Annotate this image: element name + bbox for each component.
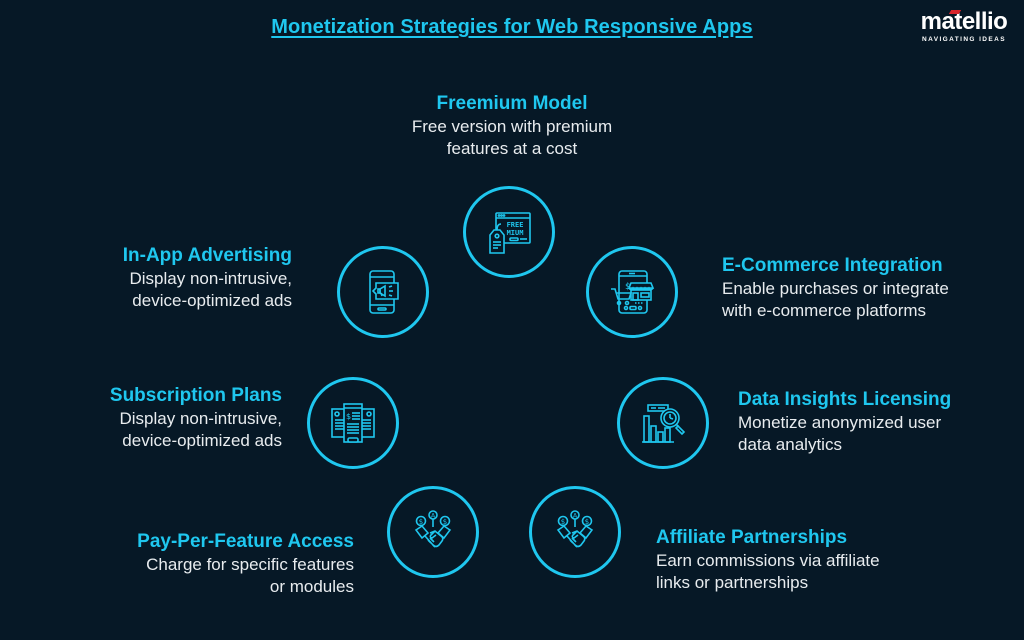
- strategy-description-line: Display non-intrusive,: [119, 409, 282, 428]
- strategy-description-line: links or partnerships: [656, 573, 809, 592]
- strategy-heading: Freemium Model: [436, 93, 588, 114]
- brand-logo: matellio NAVIGATING IDEAS: [912, 8, 1016, 44]
- mobile-megaphone-icon: [369, 270, 399, 314]
- strategy-heading: Pay-Per-Feature Access: [137, 531, 354, 552]
- svg-text:$: $: [625, 282, 631, 292]
- strategy-heading: In-App Advertising: [122, 245, 292, 266]
- strategy-heading: E-Commerce Integration: [722, 255, 943, 276]
- strategy-heading: Data Insights Licensing: [738, 389, 952, 410]
- data-insights-licensing-circle: [617, 377, 709, 469]
- svg-text:MIUM: MIUM: [507, 229, 524, 237]
- strategy-description-line: Free version with premium: [411, 117, 613, 136]
- strategy-pay-per-feature-access: Pay-Per-Feature Access Charge for specif…: [60, 530, 354, 598]
- freemium-circle: FREE MIUM: [463, 186, 555, 278]
- strategy-description-line: device-optimized ads: [122, 431, 282, 450]
- strategy-heading: Affiliate Partnerships: [656, 527, 848, 548]
- strategy-description-line: device-optimized ads: [132, 291, 292, 310]
- svg-text:$: $: [585, 518, 589, 526]
- page-title: Monetization Strategies for Web Responsi…: [271, 16, 753, 38]
- strategy-description-line: Monetize anonymized user: [738, 413, 942, 432]
- strategy-description-line: with e-commerce platforms: [722, 301, 927, 320]
- strategy-description-line: or modules: [269, 577, 354, 596]
- strategy-in-app-advertising: In-App Advertising Display non-intrusive…: [60, 244, 292, 312]
- brand-wordmark: matellio: [920, 8, 1008, 35]
- svg-text:A: A: [431, 513, 436, 520]
- svg-text:$: $: [346, 412, 351, 421]
- strategy-e-commerce-integration: E-Commerce Integration Enable purchases …: [722, 254, 1012, 322]
- strategy-description-line: data analytics: [738, 435, 842, 454]
- svg-text:FREE: FREE: [507, 221, 524, 229]
- e-commerce-integration-circle: $: [586, 246, 678, 338]
- svg-text:$: $: [419, 518, 423, 526]
- svg-text:$: $: [561, 518, 565, 526]
- in-app-advertising-circle: [337, 246, 429, 338]
- strategy-description-line: Enable purchases or integrate: [722, 279, 949, 298]
- pay-per-feature-access-circle: A $ $: [387, 486, 479, 578]
- strategy-description-line: Earn commissions via affiliate: [656, 551, 880, 570]
- strategy-description-line: features at a cost: [446, 139, 578, 158]
- strategy-description-line: Charge for specific features: [146, 555, 354, 574]
- brand-tagline: NAVIGATING IDEAS: [922, 36, 1006, 43]
- svg-text:A: A: [573, 513, 578, 520]
- affiliate-partnerships-circle: A $ $: [529, 486, 621, 578]
- pricing-plans-icon: $: [331, 403, 375, 443]
- strategy-heading: Subscription Plans: [109, 385, 282, 406]
- subscription-plans-circle: $: [307, 377, 399, 469]
- strategy-freemium: Freemium Model Free version with premium…: [352, 92, 672, 160]
- strategy-description-line: Display non-intrusive,: [129, 269, 292, 288]
- strategy-subscription-plans: Subscription Plans Display non-intrusive…: [60, 384, 282, 452]
- chart-magnifier-icon: [642, 404, 686, 443]
- freemium-tag-icon: FREE MIUM: [489, 212, 531, 254]
- strategy-data-insights-licensing: Data Insights Licensing Monetize anonymi…: [738, 388, 1008, 456]
- svg-text:$: $: [443, 518, 447, 526]
- strategy-affiliate-partnerships: Affiliate Partnerships Earn commissions …: [656, 526, 946, 594]
- handshake-coins-icon: A $ $: [414, 510, 452, 548]
- handshake-coins-icon: A $ $: [556, 510, 594, 548]
- mobile-store-cart-icon: $: [611, 270, 655, 314]
